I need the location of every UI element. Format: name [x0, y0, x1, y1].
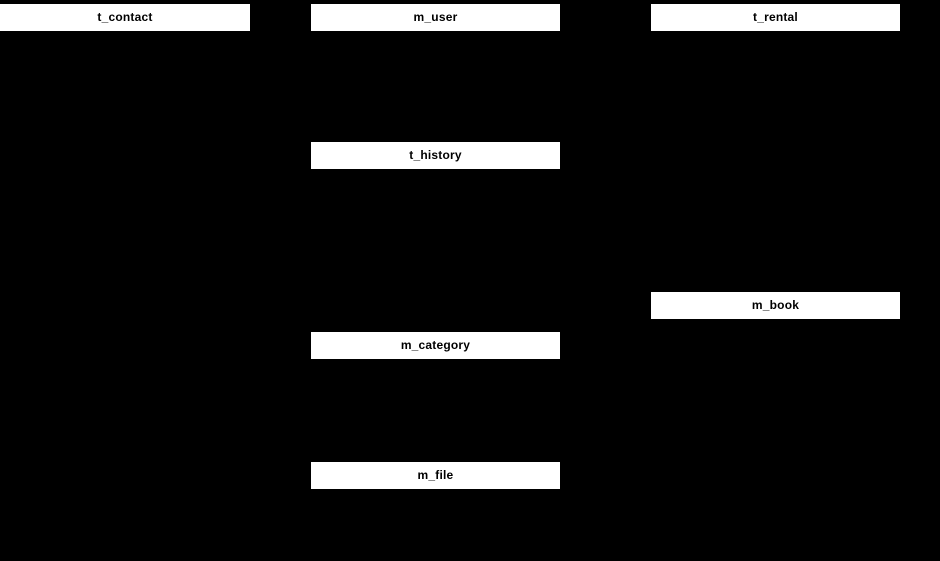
- entity-header-m-category: m_category: [311, 331, 560, 359]
- entity-header-t-contact: t_contact: [0, 3, 250, 31]
- entity-header-m-book: m_book: [651, 291, 900, 319]
- entity-header-m-user: m_user: [311, 3, 560, 31]
- entity-header-t-history: t_history: [311, 141, 560, 169]
- entity-header-m-file: m_file: [311, 461, 560, 489]
- entity-header-t-rental: t_rental: [651, 3, 900, 31]
